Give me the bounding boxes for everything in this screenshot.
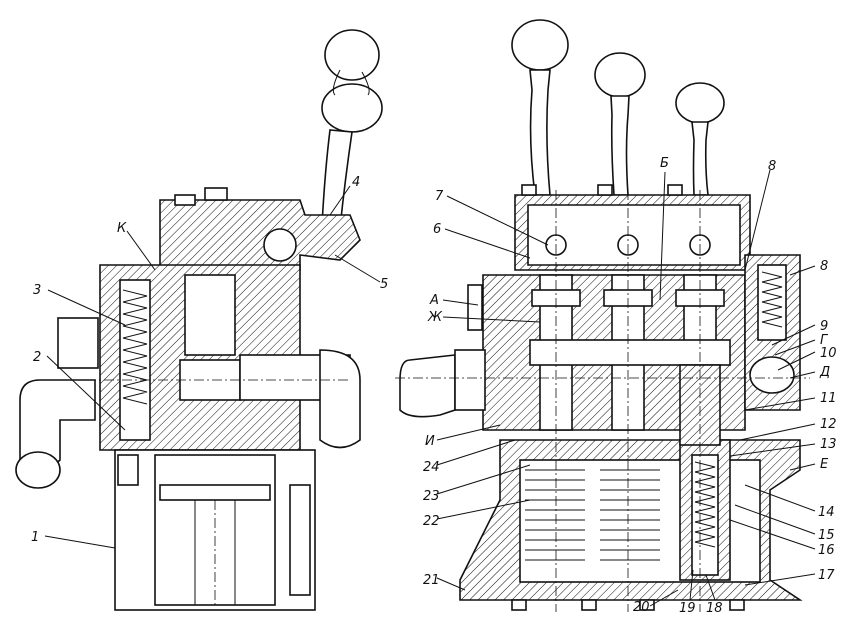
- spring: [525, 469, 660, 561]
- label-7: 7: [435, 189, 444, 204]
- label-K: К: [117, 221, 127, 236]
- lever-knob: [675, 82, 725, 196]
- label-5: 5: [380, 277, 388, 292]
- label-24: 24: [423, 460, 440, 475]
- label-16: 16: [818, 543, 835, 558]
- front-section-view: [395, 19, 810, 612]
- label-22: 22: [423, 514, 440, 529]
- label-23: 23: [423, 489, 440, 504]
- label-18: 18: [706, 601, 723, 616]
- label-6: 6: [433, 222, 441, 237]
- label-I: И: [425, 434, 435, 449]
- label-12: 12: [820, 417, 837, 432]
- label-19: 19: [679, 601, 696, 616]
- label-2: 2: [33, 350, 41, 365]
- label-20: 20: [633, 600, 650, 615]
- lever-knob: [511, 19, 569, 196]
- label-17: 17: [818, 568, 835, 583]
- label-E: Е: [820, 457, 829, 472]
- label-13: 13: [820, 437, 837, 452]
- label-8: 8: [820, 259, 828, 274]
- lever-knob: [321, 29, 383, 229]
- label-15: 15: [818, 528, 835, 543]
- label-A: А: [429, 293, 439, 308]
- label-14: 14: [818, 505, 835, 520]
- label-B: Б: [660, 156, 669, 171]
- callout-labels: К 3 2 1 4 5 7 6 А Ж И 24 23 22 21 Б 8 8 …: [31, 156, 837, 616]
- label-3: 3: [33, 283, 41, 298]
- label-D: Д: [819, 365, 830, 380]
- label-4: 4: [352, 175, 360, 190]
- label-1: 1: [31, 530, 39, 545]
- label-10: 10: [820, 346, 837, 361]
- label-9: 9: [820, 319, 828, 334]
- label-8-top: 8: [768, 159, 776, 174]
- lever-knob: [594, 52, 646, 196]
- label-Zh: Ж: [427, 310, 443, 325]
- label-G: Г: [820, 333, 829, 348]
- side-view: [15, 29, 383, 611]
- label-11: 11: [820, 391, 837, 406]
- label-21: 21: [423, 573, 440, 588]
